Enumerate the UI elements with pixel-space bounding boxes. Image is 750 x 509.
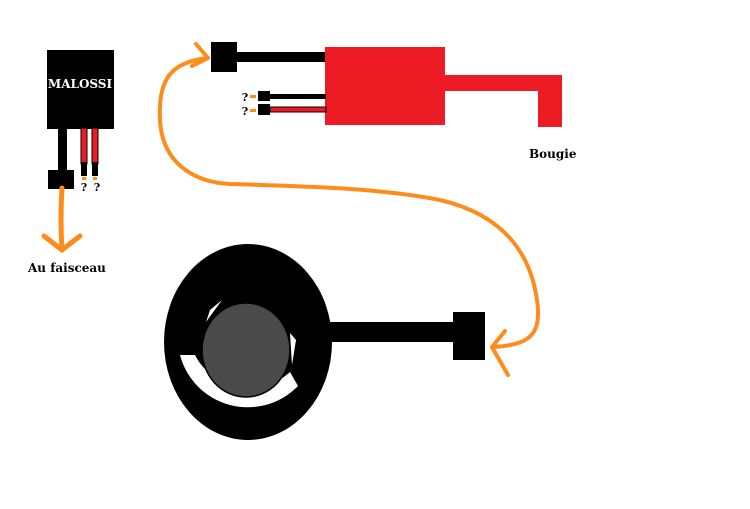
spark-plug-lead	[444, 75, 540, 91]
coil-wire-end-1	[258, 91, 270, 101]
cdi-connector	[48, 170, 74, 189]
cdi-main-cable	[58, 128, 67, 172]
cdi-wire-end-1	[81, 162, 87, 176]
spark-plug-cap	[538, 75, 562, 127]
unknown-label: ?	[81, 181, 87, 194]
unknown-label: ?	[94, 181, 100, 194]
spark-plug-label: Bougie	[529, 147, 577, 161]
harness-label: Au faisceau	[27, 261, 106, 275]
coil-input-connector	[211, 42, 237, 72]
ignition-coil: ? ?	[211, 42, 562, 127]
flywheel-gap	[180, 355, 298, 408]
coil-black-wire	[270, 94, 326, 99]
rotor	[201, 302, 291, 398]
cdi-box	[47, 50, 114, 129]
harness-arrow	[41, 185, 83, 253]
flywheel-gap	[206, 300, 222, 322]
cdi-wire-end-2	[92, 162, 98, 176]
cdi-wire-tip-1	[82, 177, 86, 180]
cdi-wire-tip-2	[93, 177, 97, 180]
connection-arrow	[157, 42, 540, 377]
stator-cable	[320, 322, 455, 342]
coil-wire-tip-2	[250, 109, 256, 112]
coil-input-cable	[236, 52, 326, 62]
cdi-red-wire-1	[80, 127, 88, 165]
unknown-label: ?	[242, 105, 248, 118]
cdi-label: MALOSSI	[48, 77, 113, 91]
cdi-red-wire-2	[91, 127, 99, 165]
malossi-cdi-module: MALOSSI ? ?	[47, 50, 114, 194]
flywheel-gap	[290, 333, 296, 365]
coil-wire-end-2	[258, 104, 270, 115]
unknown-label: ?	[242, 91, 248, 104]
stator-connector	[453, 312, 485, 360]
flywheel-stator	[164, 244, 485, 440]
coil-red-wire	[269, 106, 327, 113]
coil-wire-tip-1	[250, 95, 256, 98]
coil-body	[325, 47, 445, 125]
